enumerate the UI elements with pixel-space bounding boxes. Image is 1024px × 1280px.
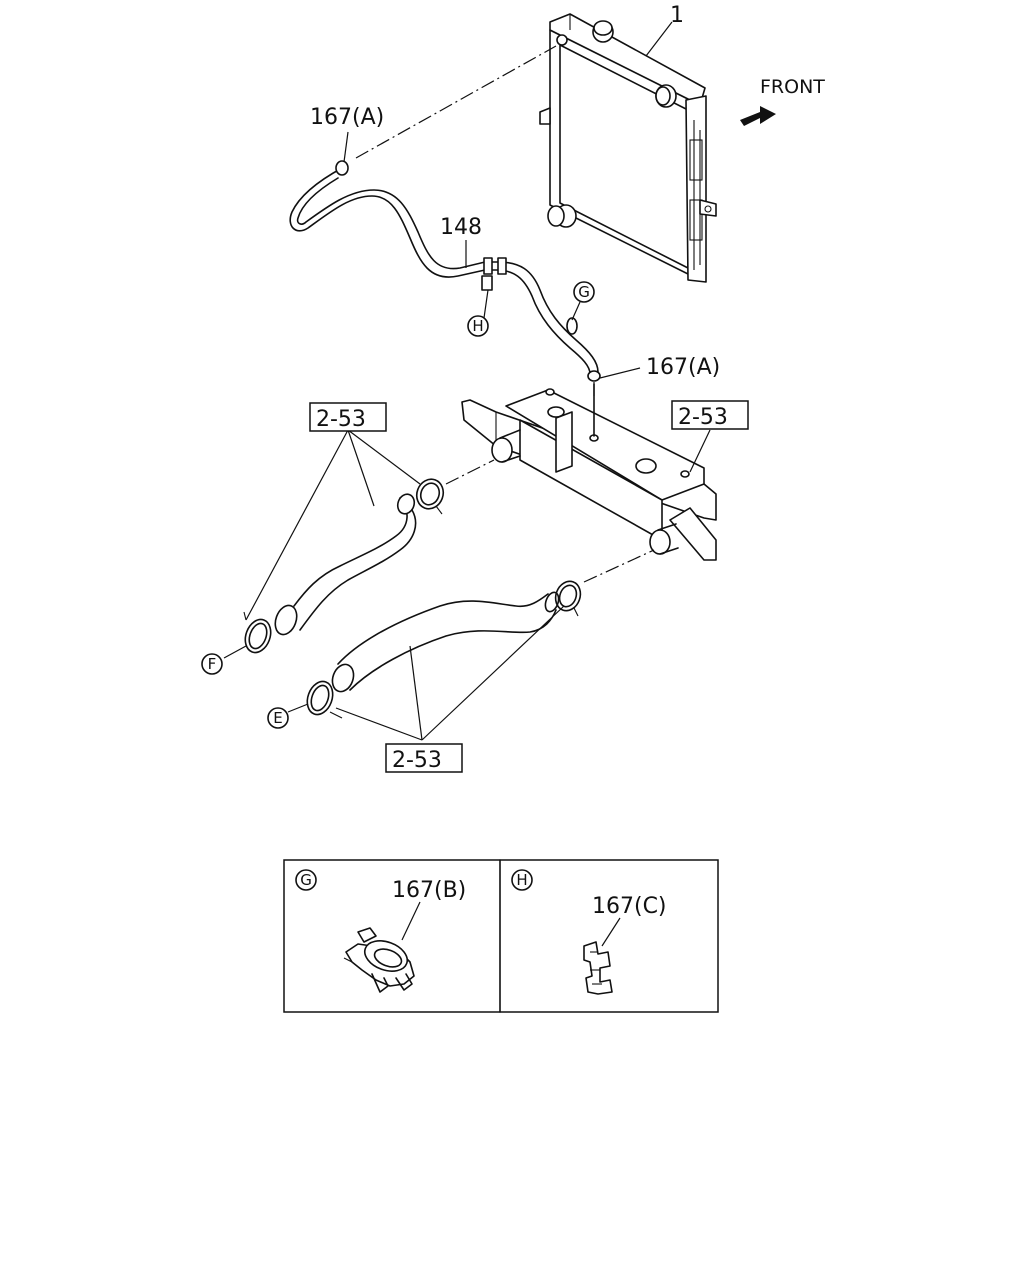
detail-g-letter: G [300, 871, 312, 889]
center-lines [355, 45, 655, 583]
front-arrow-icon [740, 106, 776, 126]
intercooler-bracket [461, 383, 717, 561]
ref-label-bottom: 2-53 [392, 748, 442, 773]
detail-panel: G 167(B) H 167(C) [283, 859, 719, 1013]
hose-148 [289, 160, 601, 382]
circle-g-marker: G [573, 281, 595, 303]
detail-h-label: 167(C) [592, 894, 667, 919]
ref-box-left-top[interactable]: 2-53 [309, 402, 387, 432]
ref-box-bottom[interactable]: 2-53 [385, 743, 463, 773]
label-radiator: 1 [670, 3, 684, 28]
detail-g: G 167(B) [295, 869, 466, 993]
intercooler-hose-upper [243, 478, 445, 654]
label-clip-top: 167(A) [310, 105, 384, 130]
clip-167b-drawing [343, 927, 415, 993]
circle-h-marker: H [467, 315, 489, 337]
detail-g-label: 167(B) [392, 878, 466, 903]
circle-e-letter: E [273, 709, 282, 727]
detail-h: H 167(C) [511, 869, 667, 995]
front-label: FRONT [760, 76, 825, 98]
intercooler-hose-lower [306, 580, 582, 719]
radiator [539, 13, 717, 283]
label-hose-148: 148 [440, 215, 482, 240]
ref-label-left-top: 2-53 [316, 407, 366, 432]
ref-label-right: 2-53 [678, 405, 728, 430]
label-clip-mid: 167(A) [646, 355, 720, 380]
callout-labels: 1 167(A) 148 167(A) 2-53 2-53 2-53 G H F [201, 3, 749, 773]
front-indicator: FRONT [740, 76, 825, 126]
detail-h-letter: H [516, 871, 527, 889]
circle-f-letter: F [208, 655, 217, 673]
circle-h-letter: H [472, 317, 483, 335]
clip-167c-drawing [583, 941, 613, 995]
circle-g-letter: G [578, 283, 590, 301]
ref-box-right[interactable]: 2-53 [671, 400, 749, 430]
leader-lines [223, 21, 711, 741]
circle-e-marker: E [267, 707, 289, 729]
circle-f-marker: F [201, 653, 223, 675]
